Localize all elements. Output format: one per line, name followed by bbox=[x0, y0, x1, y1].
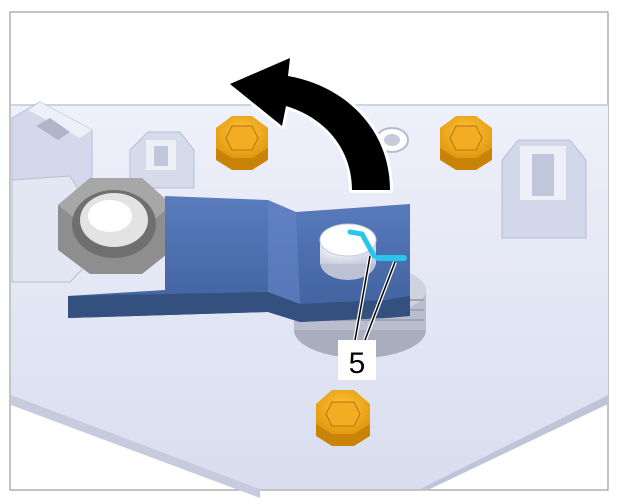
blue-bracket bbox=[68, 196, 410, 322]
left-clip-tower bbox=[11, 101, 93, 201]
washer-icon bbox=[58, 178, 172, 274]
hex-nut-icon bbox=[316, 390, 370, 446]
middle-clip bbox=[129, 131, 195, 189]
cyan-marker-lines bbox=[347, 229, 407, 261]
hex-nut-icon bbox=[440, 116, 492, 170]
callout-label-box bbox=[338, 340, 376, 380]
curved-arrow-counterclockwise-icon bbox=[227, 55, 393, 193]
hex-nut-icon bbox=[216, 116, 268, 170]
right-clip-tower bbox=[501, 139, 587, 239]
callout-label: 5 bbox=[349, 347, 366, 380]
callout-leader-lines bbox=[353, 255, 397, 341]
